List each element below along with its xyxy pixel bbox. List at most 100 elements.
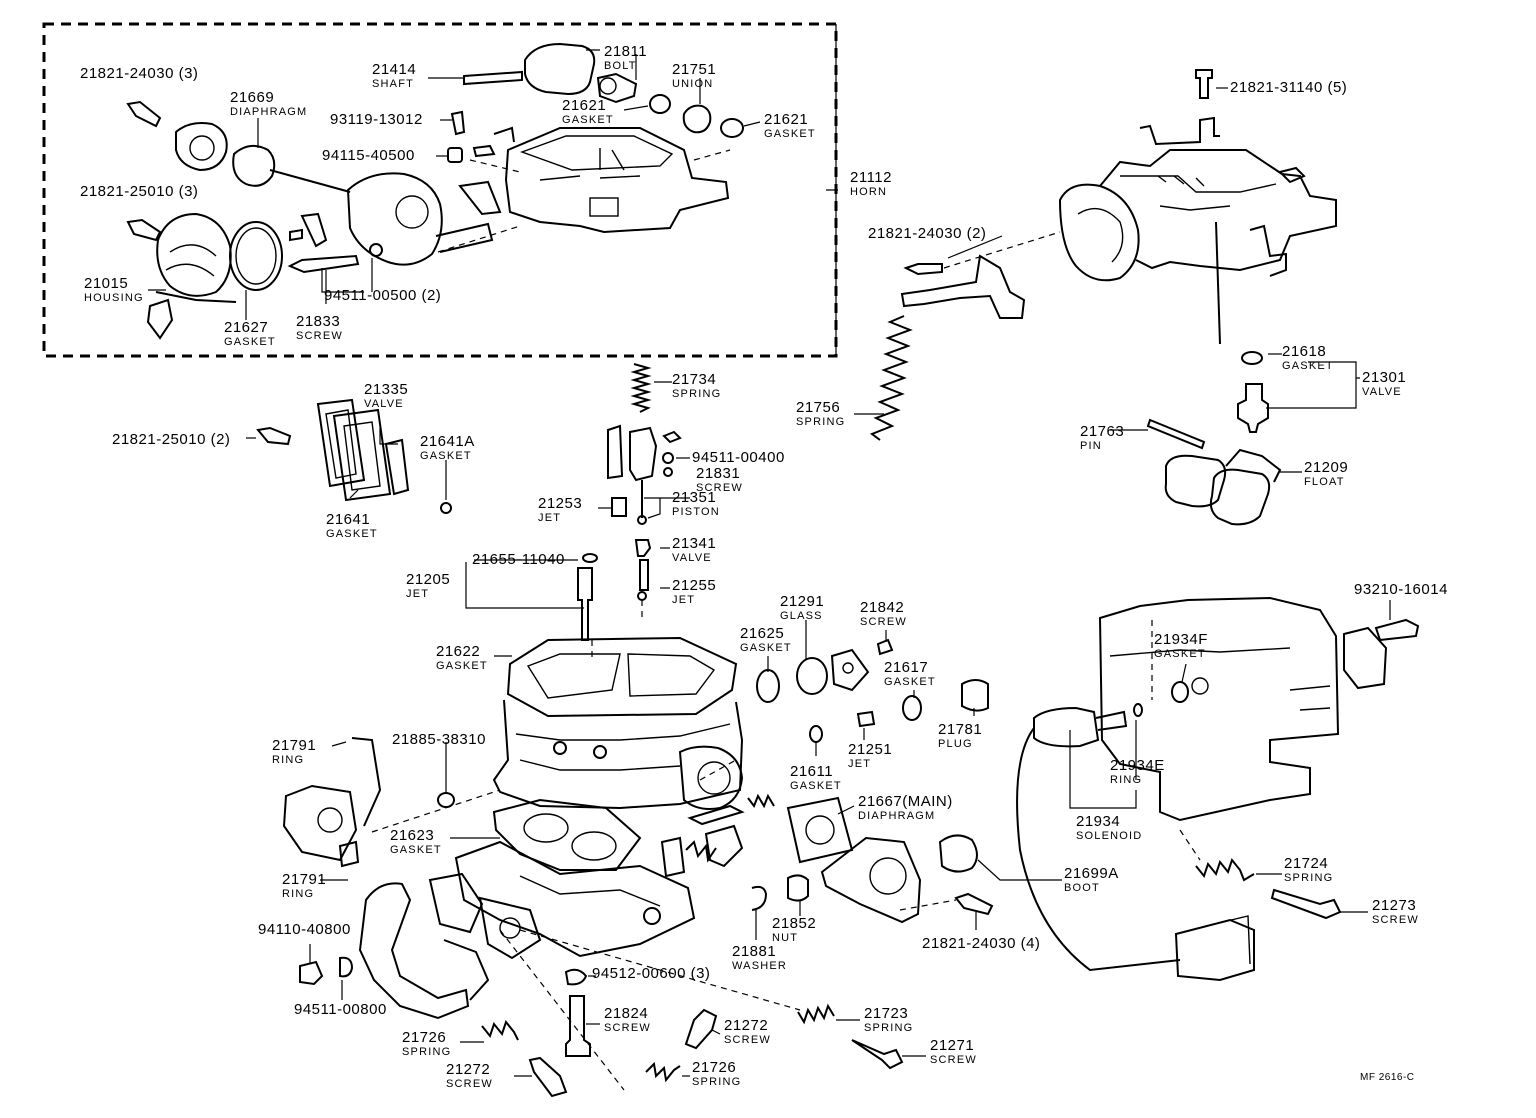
part-number: 21821-25010 (3) — [80, 183, 199, 200]
part-name: SCREW — [604, 1022, 651, 1034]
part-number: 21627 — [224, 319, 269, 336]
part-name: SCREW — [1372, 914, 1419, 926]
screw-21271-drawing — [851, 1039, 904, 1070]
part-number: 94511-00500 (2) — [324, 287, 442, 304]
part-name: SCREW — [696, 482, 743, 494]
part-number: 21726 — [692, 1059, 737, 1076]
carburetor-body-drawing — [454, 636, 744, 958]
part-name: JET — [406, 588, 430, 600]
part-name: SPRING — [672, 388, 722, 400]
part-number: 21271 — [930, 1037, 975, 1054]
part-name: RING — [272, 754, 305, 766]
part-number: 21641A — [420, 433, 475, 450]
part-name: GASKET — [420, 450, 472, 462]
pump-linkage-drawing — [660, 804, 745, 878]
part-name: SOLENOID — [1076, 830, 1143, 842]
part-name: RING — [1110, 774, 1143, 786]
part-number: 21251 — [848, 741, 893, 758]
part-name: GASKET — [326, 528, 378, 540]
bracket-drawing — [900, 254, 1026, 319]
part-number: 94512-00600 (3) — [592, 965, 711, 982]
nut-21852-drawing — [787, 874, 809, 902]
label-94511-00400: 94511-00400 — [692, 450, 785, 466]
part-number: 21723 — [864, 1005, 909, 1022]
label-94115-40500: 94115-40500 — [322, 148, 415, 164]
part-number: 21791 — [282, 871, 327, 888]
figure-reference: MF 2616-C — [1360, 1072, 1415, 1083]
plate-drawing — [830, 648, 870, 692]
part-name: SHAFT — [372, 78, 415, 90]
label-21821-24030-3: 21821-24030 (3) — [80, 66, 198, 82]
part-name: UNION — [672, 78, 714, 90]
valve-21301-drawing — [1237, 383, 1269, 433]
part-name: JET — [672, 594, 696, 606]
part-number: 93119-13012 — [330, 111, 423, 128]
part-number: 21821-24030 (4) — [922, 935, 1041, 952]
label-93119-13012: 93119-13012 — [330, 112, 423, 128]
gasket-21617-drawing — [902, 695, 922, 721]
part-name: GASKET — [562, 114, 614, 126]
part-number: 21934 — [1076, 813, 1121, 830]
gasket-21885-drawing — [437, 792, 455, 808]
part-number: 21335 — [364, 381, 409, 398]
part-name: JET — [848, 758, 872, 770]
part-name: JET — [538, 512, 562, 524]
label-21821-31140-5: 21821-31140 (5) — [1230, 80, 1347, 96]
part-number: 21756 — [796, 399, 841, 416]
part-number: 21781 — [938, 721, 983, 738]
part-number: 21351 — [672, 489, 717, 506]
part-name: PISTON — [672, 506, 720, 518]
spring-21756-drawing — [869, 315, 913, 441]
part-name: GASKET — [884, 676, 936, 688]
label-94511-00800: 94511-00800 — [294, 1002, 387, 1018]
spring-right-drawing — [747, 793, 775, 809]
part-number: 21641 — [326, 511, 371, 528]
screw-21821-25010-drawing — [256, 426, 292, 446]
label-94512-00600-3: 94512-00600 (3) — [592, 966, 710, 982]
bracket-93210-drawing — [1343, 626, 1388, 690]
screw-21824-drawing — [565, 995, 591, 1057]
screw-21272b-drawing — [528, 1056, 568, 1098]
screw-21821-24030-4-drawing — [954, 892, 994, 916]
part-number: 21726 — [402, 1029, 447, 1046]
part-number: 21669 — [230, 89, 275, 106]
part-number: 21112 — [850, 169, 892, 186]
part-number: 94511-00800 — [294, 1001, 387, 1018]
part-number: 21881 — [732, 943, 777, 960]
part-name: PLUG — [938, 738, 973, 750]
label-21821-24030-4: 21821-24030 (4) — [922, 936, 1040, 952]
part-name: VALVE — [1362, 386, 1402, 398]
label-93210-16014: 93210-16014 — [1354, 582, 1448, 598]
nut-94110-drawing — [299, 960, 324, 986]
part-number: 21611 — [790, 763, 834, 780]
horn-assembly-drawing — [126, 42, 744, 340]
label-21821-24030-2: 21821-24030 (2) — [868, 226, 986, 242]
part-name: HOUSING — [84, 292, 144, 304]
glass-21291-drawing — [796, 657, 828, 695]
part-name: RING — [282, 888, 315, 900]
part-number: 21621 — [562, 97, 607, 114]
float-21209-drawing — [1164, 448, 1282, 526]
plug-21781-drawing — [961, 679, 989, 712]
